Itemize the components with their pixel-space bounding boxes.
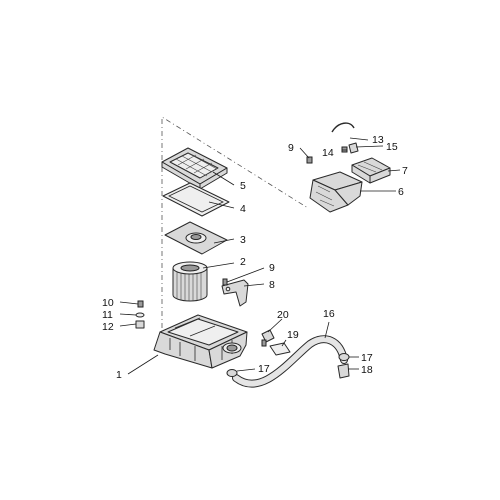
callout-11: 11: [102, 309, 113, 321]
callout-2: 2: [240, 256, 246, 268]
callout-4: 4: [240, 203, 246, 215]
callout-17-left: 17: [258, 363, 270, 375]
part-20-fitting: [261, 329, 275, 347]
part-12-nut: [135, 320, 145, 329]
part-5-filter-grid: [161, 147, 228, 190]
callout-5: 5: [240, 180, 246, 192]
part-16-hose: [232, 335, 348, 388]
part-10-bolt: [137, 300, 144, 308]
part-3-flange: [164, 221, 228, 255]
part-11-washer: [135, 312, 145, 318]
part-6-cover: [309, 171, 363, 213]
leader-lines: [119, 137, 401, 375]
callout-9-lower: 9: [269, 262, 275, 274]
callout-12: 12: [102, 321, 114, 333]
part-15-fitting: [348, 142, 359, 154]
callout-20: 20: [277, 309, 289, 321]
callout-6: 6: [398, 186, 404, 198]
part-9-screw-upper: [306, 156, 313, 164]
callout-9-upper: 9: [288, 142, 294, 154]
callout-labels: 5 4 3 2 9 8 1 10 11 12 9 6 7 13 14 15 20…: [102, 134, 408, 381]
callout-10: 10: [102, 297, 114, 309]
part-1-airbox-housing: [153, 314, 248, 369]
callout-1: 1: [116, 369, 122, 381]
callout-7: 7: [402, 165, 408, 177]
callout-16: 16: [323, 308, 335, 320]
part-9-screw-lower: [222, 278, 228, 286]
callout-19: 19: [287, 329, 299, 341]
callout-17-right: 17: [361, 352, 373, 364]
part-18-connector: [337, 363, 350, 379]
assembly-alignment-line: [161, 116, 309, 340]
callout-8: 8: [269, 279, 275, 291]
part-7-valve-unit: [351, 157, 391, 184]
part-17-hose-clamp-left: [226, 369, 238, 377]
callout-3: 3: [240, 234, 246, 246]
part-17-hose-clamp-right: [338, 353, 350, 361]
part-2-filter-cartridge: [172, 261, 208, 302]
part-19-clip: [269, 342, 291, 356]
callout-13: 13: [372, 134, 384, 146]
part-4-gasket: [162, 182, 230, 217]
callout-15: 15: [386, 141, 398, 153]
part-14-fitting: [341, 146, 348, 153]
part-13-clamp: [331, 122, 355, 133]
part-8-bracket: [221, 279, 249, 307]
callout-14: 14: [322, 147, 334, 159]
callout-18: 18: [361, 364, 373, 376]
